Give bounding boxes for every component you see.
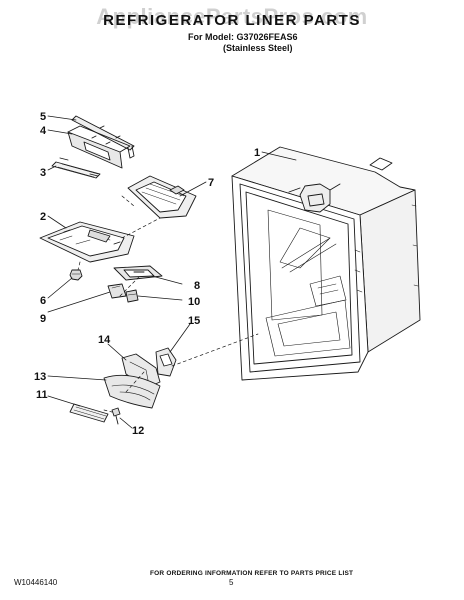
callout-12: 12 [132, 425, 144, 437]
part-12-screw [111, 407, 121, 425]
callout-8: 8 [194, 280, 200, 292]
callout-2: 2 [40, 211, 46, 223]
part-3-strip [51, 157, 101, 179]
part-8-switch [113, 265, 163, 281]
part-13-cover [103, 374, 161, 409]
callout-1: 1 [254, 147, 260, 159]
part-7-cover [127, 175, 197, 219]
callout-7: 7 [208, 177, 214, 189]
page-number: 5 [229, 578, 234, 587]
callout-11: 11 [36, 389, 48, 401]
callout-14: 14 [98, 334, 111, 346]
callout-15: 15 [188, 315, 200, 327]
watermark: AppliancePartsPros.com [96, 4, 368, 29]
assembly-guide-lines [77, 195, 259, 413]
callout-10: 10 [188, 296, 200, 308]
callout-labels: 5 4 3 2 6 9 1 7 8 10 15 14 13 11 12 [34, 111, 260, 437]
callout-13: 13 [34, 371, 46, 383]
part-2-control-panel [39, 221, 135, 263]
ordering-note: FOR ORDERING INFORMATION REFER TO PARTS … [150, 570, 354, 577]
page-title: REFRIGERATOR LINER PARTS [103, 12, 361, 29]
leader-lines [47, 115, 297, 429]
part-15-bracket [155, 347, 177, 377]
finish-line: (Stainless Steel) [223, 43, 293, 53]
document-number: W10446140 [14, 578, 58, 587]
part-9-socket [107, 283, 127, 299]
model-line: For Model: G37026FEAS6 [188, 32, 298, 42]
callout-3: 3 [40, 167, 46, 179]
part-10-connector [125, 289, 139, 303]
callout-6: 6 [40, 295, 46, 307]
callout-9: 9 [40, 313, 46, 325]
part-14-housing [121, 353, 161, 389]
part-4-housing [67, 125, 131, 169]
part-11-grille [69, 403, 109, 423]
liner-part-1 [231, 146, 421, 381]
callout-5: 5 [40, 111, 46, 123]
part-6-knob [69, 269, 83, 281]
callout-4: 4 [40, 125, 47, 137]
